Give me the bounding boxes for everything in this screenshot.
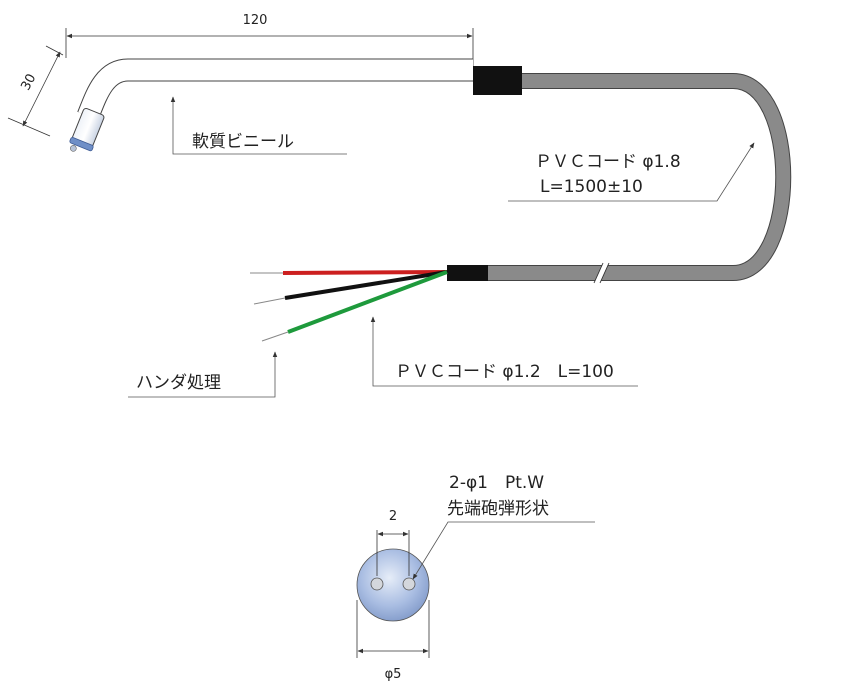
probe-tube xyxy=(77,58,473,121)
pin-pitch-label: 2 xyxy=(389,509,397,524)
leader-pvc-lead: ＰＶＣコード φ1.2 L=100 xyxy=(370,316,638,387)
dimension-30-label: 30 xyxy=(18,72,39,94)
tip-diameter-label: φ5 xyxy=(385,667,402,682)
dimension-horizontal-length: 120 xyxy=(65,13,474,68)
dimension-120-label: 120 xyxy=(243,13,268,28)
pin-right xyxy=(402,577,416,591)
tip-end-view: 2 φ5 xyxy=(356,509,430,682)
pin-left xyxy=(370,577,384,591)
leader-soft-vinyl: 軟質ビニール xyxy=(170,96,347,155)
pvc-lead-label: ＰＶＣコード φ1.2 L=100 xyxy=(395,362,614,382)
wire-green xyxy=(287,270,448,334)
pvc-cable-main xyxy=(488,73,792,285)
leader-solder: ハンダ処理 xyxy=(128,351,278,398)
lower-sleeve xyxy=(447,265,488,281)
leader-pvc-main: ＰＶＣコード φ1.8 L=1500±10 xyxy=(508,142,755,202)
wire-red xyxy=(282,270,448,275)
pvc-main-label-line2: L=1500±10 xyxy=(540,177,643,197)
upper-sleeve xyxy=(473,66,522,95)
probe-tip xyxy=(69,107,105,152)
probe-face xyxy=(356,548,430,622)
tip-spec-line1: 2-φ1 Pt.W xyxy=(449,473,544,493)
solder-label: ハンダ処理 xyxy=(136,373,221,393)
wire-black xyxy=(284,270,448,300)
dimension-tip-length: 30 xyxy=(7,45,64,137)
leader-tip-spec: 2-φ1 Pt.W 先端砲弾形状 xyxy=(412,473,595,580)
lead-wires xyxy=(250,270,448,342)
pvc-main-label-line1: ＰＶＣコード φ1.8 xyxy=(535,152,681,172)
tip-spec-line2: 先端砲弾形状 xyxy=(447,499,549,519)
soft-vinyl-label: 軟質ビニール xyxy=(192,132,294,152)
